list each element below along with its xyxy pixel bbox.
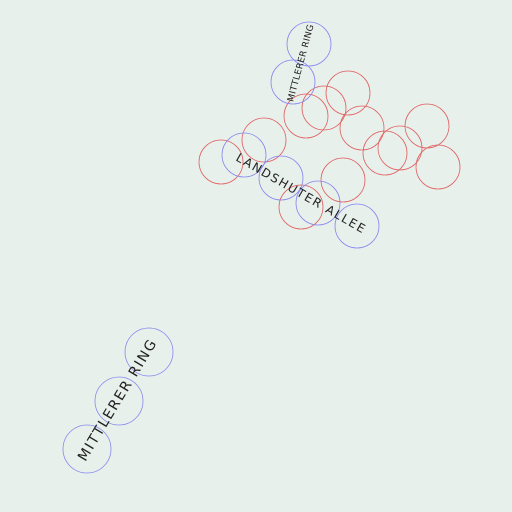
red-circle <box>377 125 423 171</box>
blue-circle <box>258 155 304 201</box>
red-circle <box>278 184 324 230</box>
blue-circle <box>334 203 380 249</box>
blue-collision-circles <box>62 21 380 474</box>
red-collision-circles <box>198 70 461 230</box>
red-circle <box>241 117 287 163</box>
red-circle <box>301 85 347 131</box>
blue-circle <box>270 59 316 105</box>
red-circle <box>283 93 329 139</box>
blue-circle <box>94 376 144 426</box>
red-circle <box>339 105 385 151</box>
blue-circle <box>295 180 341 226</box>
red-circle <box>362 130 408 176</box>
red-circle <box>415 144 461 190</box>
red-circle <box>198 139 244 185</box>
blue-circle <box>62 424 112 474</box>
blue-circle <box>286 21 332 67</box>
red-circle <box>325 70 371 116</box>
red-circle <box>320 157 366 203</box>
blue-circle <box>124 327 174 377</box>
blue-circle <box>221 132 267 178</box>
